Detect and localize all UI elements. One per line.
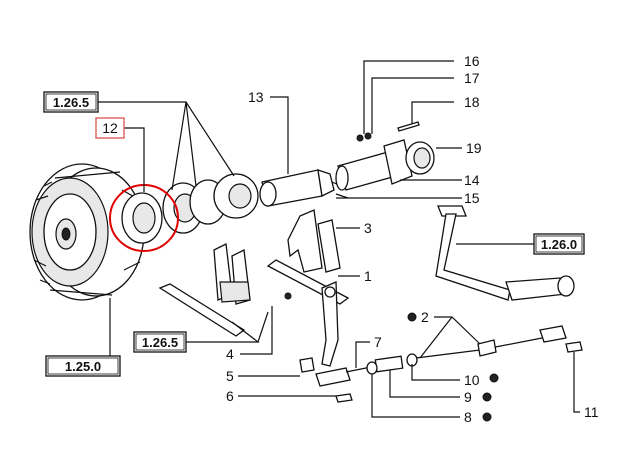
support-sleeve <box>335 121 435 191</box>
callout-9: 9 <box>464 389 472 405</box>
callout-10: 10 <box>464 372 480 388</box>
callout-11: 11 <box>584 404 599 420</box>
ref-box-top-left: 1.26.5 <box>43 91 99 113</box>
ref-box-middle: 1.26.5 <box>133 331 187 353</box>
callout-19: 19 <box>466 140 482 156</box>
callout-1: 1 <box>364 268 372 284</box>
callout-13: 13 <box>248 89 264 105</box>
ref-box-bottom-left-label: 1.25.0 <box>65 359 101 374</box>
callout-15: 15 <box>464 190 480 206</box>
callout-5: 5 <box>226 368 234 384</box>
ref-box-highlight-label: 12 <box>102 120 118 136</box>
shafts <box>158 259 350 337</box>
ref-box-highlight: 12 <box>95 117 125 139</box>
ref-box-top-left-label: 1.26.5 <box>53 95 89 110</box>
leader-lines <box>98 60 580 418</box>
linkage-rod <box>299 325 583 403</box>
callout-6: 6 <box>226 388 234 404</box>
callout-2: 2 <box>421 309 429 325</box>
callout-17: 17 <box>464 70 480 86</box>
guide-sleeve <box>259 169 349 207</box>
callout-labels: 1 2 3 4 5 6 7 8 9 10 11 13 14 15 16 17 1… <box>226 53 599 425</box>
callout-14: 14 <box>464 172 480 188</box>
callout-8: 8 <box>464 409 472 425</box>
release-bearing-set <box>121 173 259 244</box>
callout-16: 16 <box>464 53 480 69</box>
ref-box-bottom-left: 1.25.0 <box>45 355 121 377</box>
ref-box-pedal-label: 1.26.0 <box>541 237 577 252</box>
ref-box-middle-label: 1.26.5 <box>142 335 178 350</box>
callout-4: 4 <box>226 346 234 362</box>
lever <box>321 281 339 367</box>
callout-18: 18 <box>464 94 480 110</box>
pedal-assembly <box>435 205 575 301</box>
shift-forks <box>213 209 341 305</box>
callout-7: 7 <box>374 334 382 350</box>
callout-3: 3 <box>364 220 372 236</box>
ref-box-pedal: 1.26.0 <box>533 233 585 255</box>
